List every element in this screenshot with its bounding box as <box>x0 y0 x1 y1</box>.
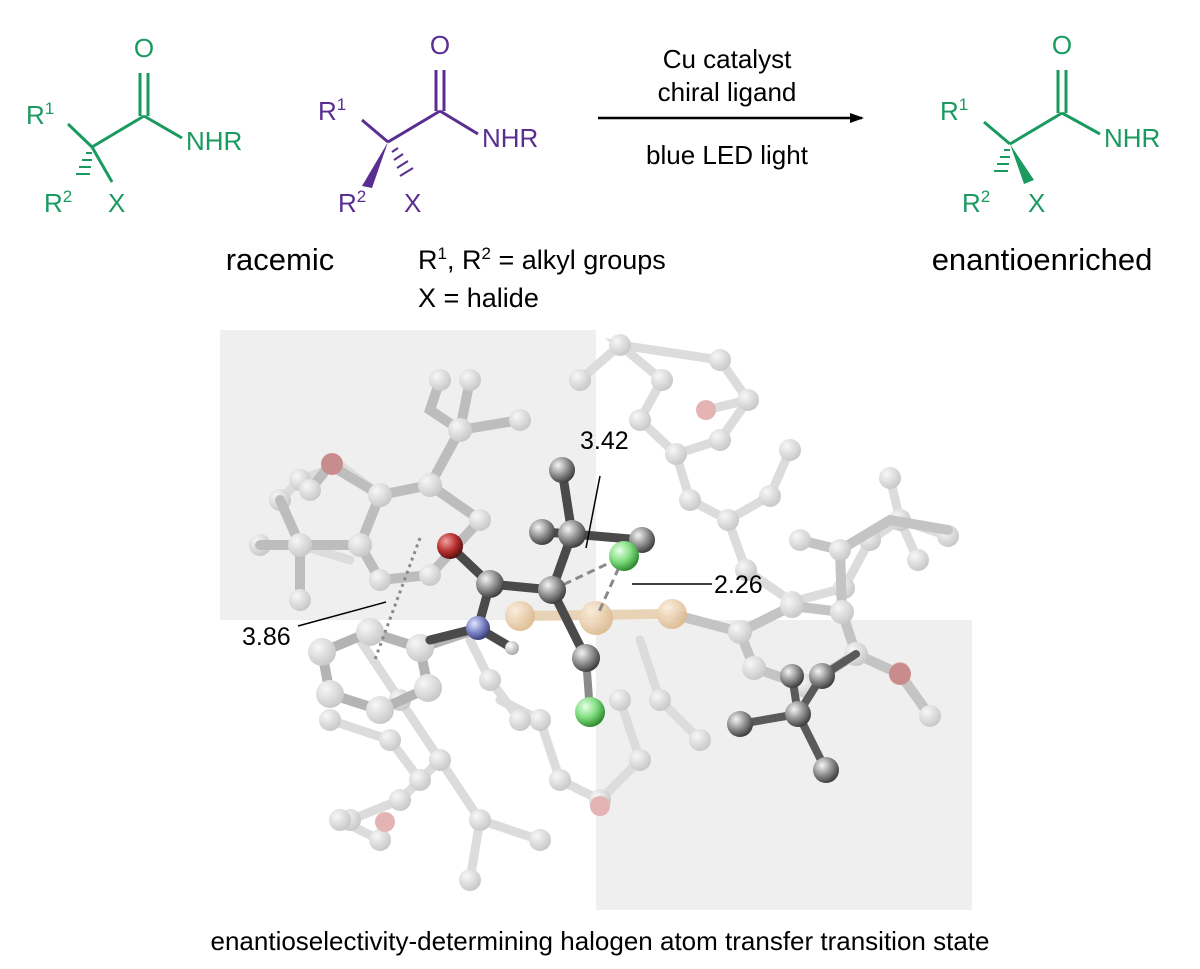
right-ligand-oxygen <box>889 663 911 685</box>
reactant-x-label: X <box>404 188 421 218</box>
distance-label-3-42: 3.42 <box>580 427 629 455</box>
pi-stack-guide <box>372 537 422 663</box>
substrate-atoms <box>437 457 655 727</box>
cu-halogen-contact <box>596 555 626 615</box>
left-ligand-oxygen <box>321 453 343 475</box>
copper-centers <box>505 599 687 635</box>
right-ligand-atoms <box>728 529 941 727</box>
reaction-scheme: O NHR R1 R2 X O NHR R1 R2 X Cu catalyst <box>26 30 1160 313</box>
product-r1-label: R1 <box>940 95 968 126</box>
distance-label-3-86: 3.86 <box>242 623 291 651</box>
distance-label-2-26: 2.26 <box>714 571 763 599</box>
reactant-oxygen-label: O <box>430 30 450 60</box>
amide-nitrogen-atom <box>466 616 490 640</box>
racemic-nhr-label: NHR <box>186 126 242 156</box>
reactant-wedge-bond <box>362 142 388 188</box>
label-racemic: racemic <box>226 242 335 277</box>
ghost-atoms <box>249 334 959 891</box>
definition-x-halide: X = halide <box>418 283 539 313</box>
product-molecule <box>983 70 1101 172</box>
racemic-r2-label: R2 <box>44 187 72 218</box>
figure-caption: enantioselectivity-determining halogen a… <box>211 926 990 956</box>
product-oxygen-label: O <box>1052 30 1072 60</box>
condition-catalyst: Cu catalyst <box>663 44 792 74</box>
reactant-r2-label: R2 <box>338 187 366 218</box>
leader-line-3-86 <box>297 601 387 627</box>
product-r2-label: R2 <box>962 187 990 218</box>
product-x-label: X <box>1028 188 1045 218</box>
reactant-r1-label: R1 <box>318 95 346 126</box>
phenyl-ring <box>316 623 485 716</box>
racemic-x-label: X <box>108 188 125 218</box>
left-ligand-atoms <box>288 369 531 611</box>
reactant-molecule <box>361 70 479 177</box>
carbonyl-oxygen-atom <box>437 533 463 559</box>
transferring-halogen-atom <box>609 541 639 571</box>
racemic-r1-label: R1 <box>26 99 54 130</box>
racemic-molecule <box>66 73 183 183</box>
definition-r-groups: R1, R2 = alkyl groups <box>418 244 666 275</box>
condition-light: blue LED light <box>646 140 809 170</box>
label-enantioenriched: enantioenriched <box>932 242 1153 277</box>
reactant-nhr-label: NHR <box>482 123 538 153</box>
right-tert-butyl <box>727 650 860 783</box>
racemic-oxygen-label: O <box>134 33 154 63</box>
bound-halogen-atom <box>575 697 605 727</box>
transition-state-model: 3.42 2.26 3.86 <box>220 330 972 910</box>
product-wedge-bond <box>1010 144 1034 184</box>
leader-line-3-42 <box>585 475 601 549</box>
product-nhr-label: NHR <box>1104 123 1160 153</box>
condition-ligand: chiral ligand <box>658 77 797 107</box>
